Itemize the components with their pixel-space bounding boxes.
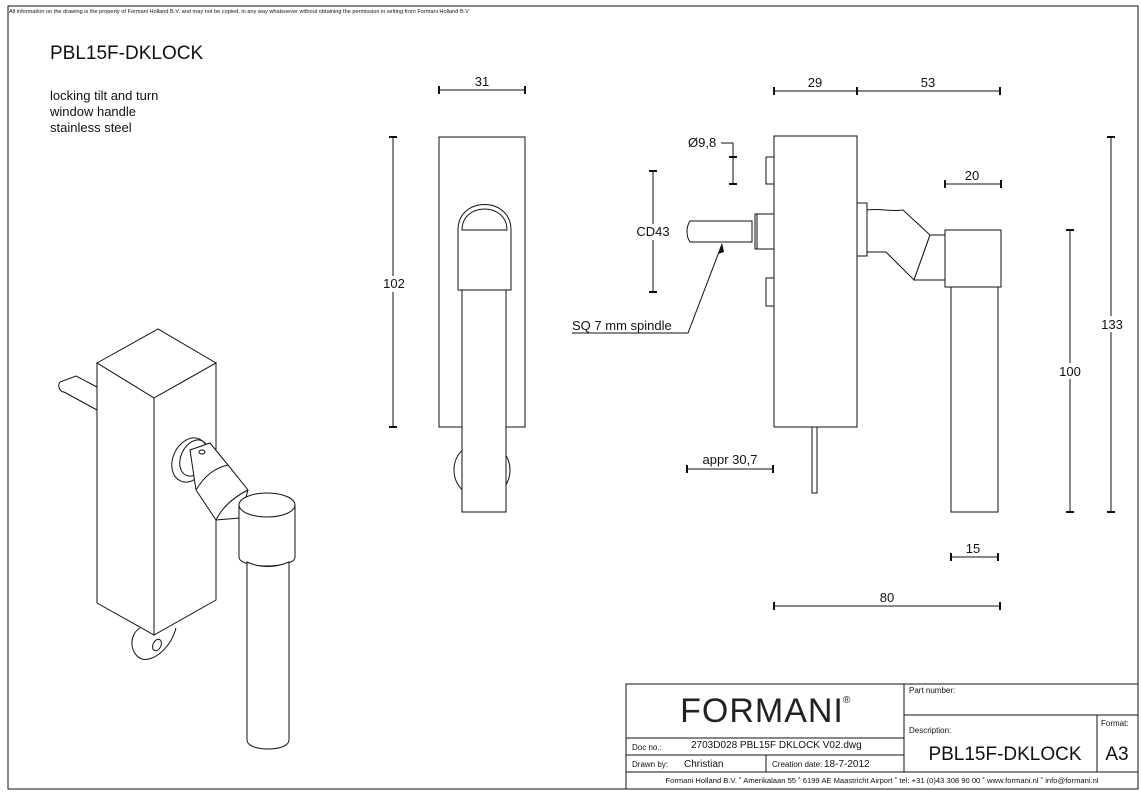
iso-key-hole xyxy=(152,638,162,652)
format-value: A3 xyxy=(1105,744,1128,765)
description-line-3: stainless steel xyxy=(50,120,132,135)
side-spindle xyxy=(686,220,753,243)
drawing-title: PBL15F-DKLOCK xyxy=(50,43,203,64)
side-pin xyxy=(811,426,818,494)
description-line-1: locking tilt and turn xyxy=(50,88,158,103)
doc-no-label: Doc no.: xyxy=(632,743,662,752)
front-handle-bar xyxy=(461,290,507,513)
iso-handle-bar xyxy=(246,561,290,750)
format-label: Format: xyxy=(1101,719,1129,728)
drawn-by-label: Drawn by: xyxy=(632,760,668,769)
side-flange xyxy=(856,202,868,257)
side-handle-block xyxy=(944,229,1002,288)
side-view: 29 53 Ø9,8 CD43 SQ 7 mm spindle 20 appr … xyxy=(572,75,1126,610)
dim-diameter: Ø9,8 xyxy=(688,135,716,150)
side-handle-bar xyxy=(950,286,999,513)
copyright-note: All information on the drawing is the pr… xyxy=(9,9,469,15)
doc-no-value: 2703D028 PBL15F DKLOCK V02.dwg xyxy=(691,740,862,751)
dim-handle-height: 100 xyxy=(1059,364,1081,379)
dim-total-depth: 80 xyxy=(880,590,894,605)
spindle-label: SQ 7 mm spindle xyxy=(572,318,672,333)
description-line-2: window handle xyxy=(49,104,136,119)
side-arm-1 xyxy=(866,208,931,281)
registered-mark: ® xyxy=(843,695,851,706)
side-tab-top xyxy=(765,156,775,185)
iso-handle-cap xyxy=(238,504,296,567)
title-block: FORMANI ® Part number: Description: PBL1… xyxy=(625,683,1139,790)
description-value: PBL15F-DKLOCK xyxy=(928,744,1081,765)
creation-date-label: Creation date: xyxy=(772,760,822,769)
front-view: 31 102 xyxy=(382,74,526,513)
dim-cd: CD43 xyxy=(636,224,669,239)
dim-bar-width: 15 xyxy=(966,541,980,556)
drawn-by-value: Christian xyxy=(684,759,723,770)
iso-spindle xyxy=(58,375,98,411)
drawing-border xyxy=(7,5,1139,790)
iso-box-left xyxy=(96,362,155,636)
dim-body-depth: 29 xyxy=(808,75,822,90)
dim-handle-projection: 53 xyxy=(921,75,935,90)
formani-logo: FORMANI xyxy=(680,692,844,730)
iso-bottom-plate xyxy=(131,627,177,660)
front-handle-cap xyxy=(457,204,512,291)
creation-date-value: 18-7-2012 xyxy=(824,759,870,770)
title-block-footer: Formani Holland B.V. ˚ Amerikalaan 55 ˚ … xyxy=(665,776,1098,785)
dim-front-width: 31 xyxy=(475,74,489,89)
dim-pin-length: appr 30,7 xyxy=(703,452,758,467)
iso-box-right xyxy=(153,362,217,636)
isometric-view xyxy=(58,328,296,750)
side-collar xyxy=(754,213,775,250)
side-body xyxy=(773,135,858,428)
description-label: Description: xyxy=(909,726,951,735)
side-tab-bottom xyxy=(765,277,775,307)
part-number-label: Part number: xyxy=(909,686,955,695)
dim-handle-width: 20 xyxy=(965,168,979,183)
dim-total-height: 133 xyxy=(1101,317,1123,332)
dim-front-height: 102 xyxy=(383,276,405,291)
